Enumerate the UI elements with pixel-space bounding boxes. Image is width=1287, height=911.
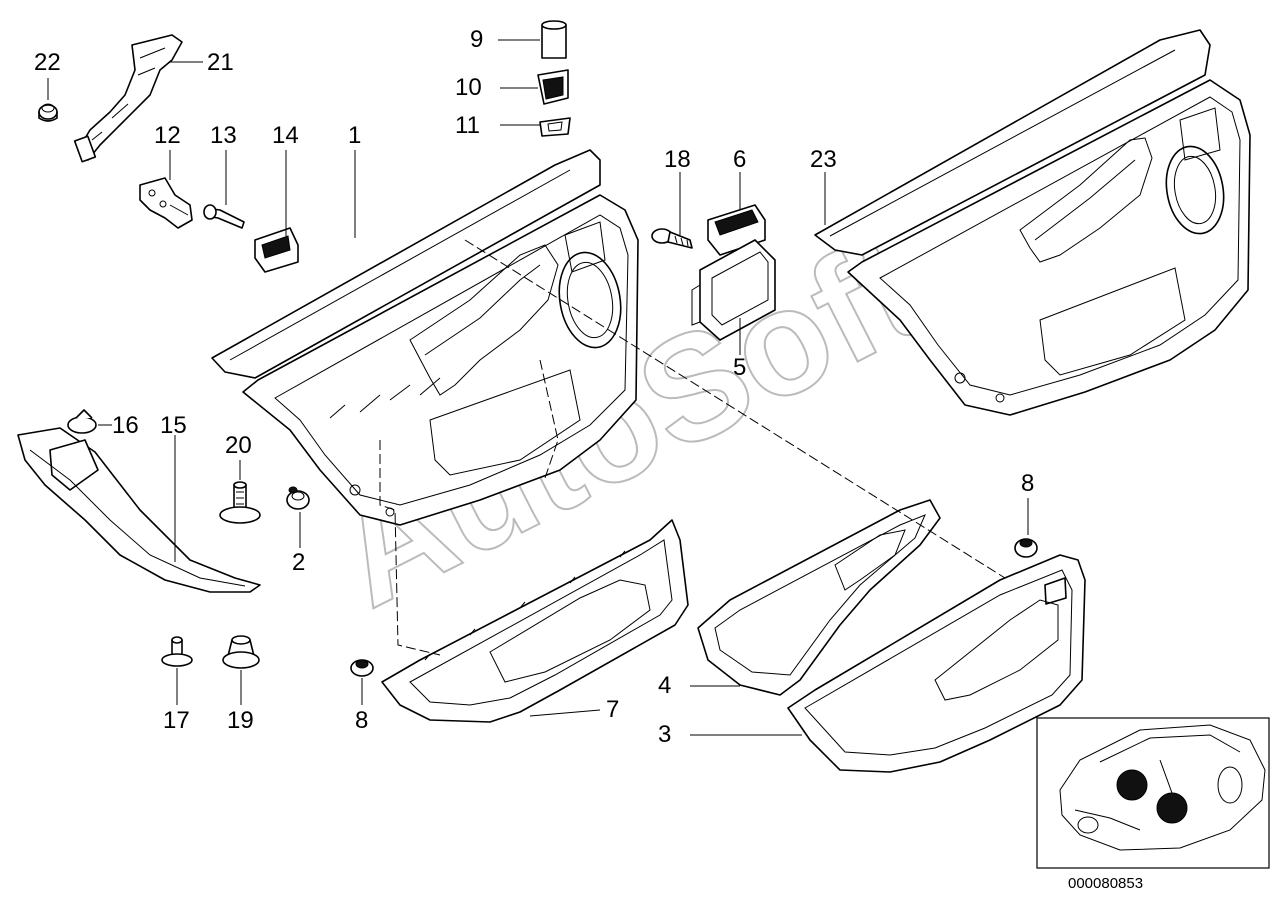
callout-8-right: 8 xyxy=(1021,470,1034,497)
callout-3: 3 xyxy=(658,721,671,748)
part-1-door-trim-panel xyxy=(211,149,639,526)
callout-22: 22 xyxy=(34,49,61,76)
callout-12: 12 xyxy=(154,122,181,149)
leader-lines xyxy=(47,39,1029,736)
part-13-bolt xyxy=(203,204,245,229)
part-5-module xyxy=(691,239,776,341)
part-12-hinge xyxy=(139,177,193,229)
callout-17: 17 xyxy=(163,707,190,734)
callout-1: 1 xyxy=(348,122,361,149)
callout-16: 16 xyxy=(112,412,139,439)
callout-18: 18 xyxy=(664,146,691,173)
part-22-grommet xyxy=(38,103,58,122)
callout-8-left: 8 xyxy=(355,707,368,734)
callout-14: 14 xyxy=(272,122,299,149)
part-20-clip-bolt xyxy=(219,481,261,524)
part-7-armrest-trim xyxy=(381,519,689,723)
part-18-screw xyxy=(651,228,693,249)
callout-13: 13 xyxy=(210,122,237,149)
part-21-bracket xyxy=(73,34,183,163)
part-23-door-trim-panel xyxy=(814,29,1251,416)
part-4-armrest-trim xyxy=(697,499,941,696)
part-9-cap xyxy=(541,20,567,59)
diagram-number: 000080853 xyxy=(1068,875,1143,892)
callout-15: 15 xyxy=(160,412,187,439)
callout-2: 2 xyxy=(292,549,305,576)
part-17-push-pin xyxy=(161,636,193,667)
callout-21: 21 xyxy=(207,49,234,76)
assembly-lines xyxy=(379,239,1006,656)
callout-20: 20 xyxy=(225,432,252,459)
part-2-grommet xyxy=(286,486,310,510)
callout-10: 10 xyxy=(455,74,482,101)
callout-11: 11 xyxy=(455,112,480,139)
callout-labels: 22 21 12 13 14 1 9 10 11 18 6 23 5 16 15… xyxy=(34,26,1034,748)
callout-6: 6 xyxy=(733,146,746,173)
callout-23: 23 xyxy=(810,146,837,173)
part-10-bezel xyxy=(537,69,569,105)
callout-9: 9 xyxy=(470,26,483,53)
part-11-clip xyxy=(539,117,571,137)
callout-5: 5 xyxy=(733,354,746,381)
part-3-armrest-trim xyxy=(787,554,1086,773)
part-15-trim-strip xyxy=(17,427,261,593)
vehicle-locator-thumbnail: 000080853 xyxy=(1036,717,1270,892)
part-14-switch xyxy=(254,227,299,273)
callout-7: 7 xyxy=(606,696,619,723)
part-8-grommet-right xyxy=(1014,538,1038,558)
callout-19: 19 xyxy=(227,707,254,734)
part-16-clip xyxy=(67,409,97,434)
part-19-expansion-clip xyxy=(222,635,260,669)
part-8-grommet-left xyxy=(350,659,374,677)
callout-4: 4 xyxy=(658,672,671,699)
